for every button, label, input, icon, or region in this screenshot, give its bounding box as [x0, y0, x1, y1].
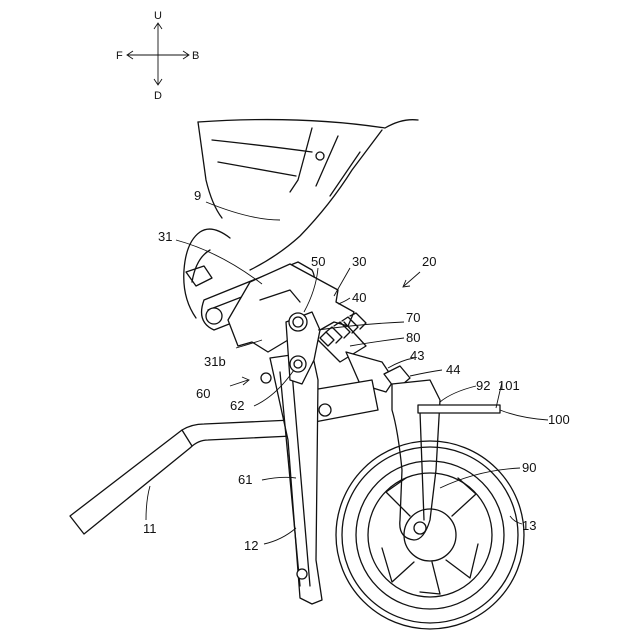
label-12: 12: [244, 538, 258, 553]
label-101: 101: [498, 378, 520, 393]
label-9: 9: [194, 188, 201, 203]
frame-pipe: [70, 420, 292, 534]
label-11: 11: [143, 521, 157, 536]
direction-compass: U D F B: [116, 10, 199, 102]
label-44: 44: [446, 362, 460, 377]
label-40: 40: [352, 290, 366, 305]
label-92: 92: [476, 378, 490, 393]
compass-down-label: D: [154, 90, 162, 102]
label-100: 100: [548, 412, 570, 427]
label-80: 80: [406, 330, 420, 345]
compass-front-label: F: [116, 50, 123, 62]
label-90: 90: [522, 460, 536, 475]
label-31b: 31b: [204, 354, 226, 369]
label-31: 31: [158, 229, 172, 244]
label-62: 62: [230, 398, 244, 413]
label-60: 60: [196, 386, 210, 401]
label-50: 50: [311, 254, 325, 269]
label-43: 43: [410, 348, 424, 363]
label-20: 20: [422, 254, 436, 269]
label-13: 13: [522, 518, 536, 533]
caster-fork: [392, 380, 500, 540]
compass-back-label: B: [192, 50, 199, 62]
label-61: 61: [238, 472, 252, 487]
leg-frame: [261, 352, 322, 604]
compass-up-label: U: [154, 10, 162, 22]
label-70: 70: [406, 310, 420, 325]
label-30: 30: [352, 254, 366, 269]
